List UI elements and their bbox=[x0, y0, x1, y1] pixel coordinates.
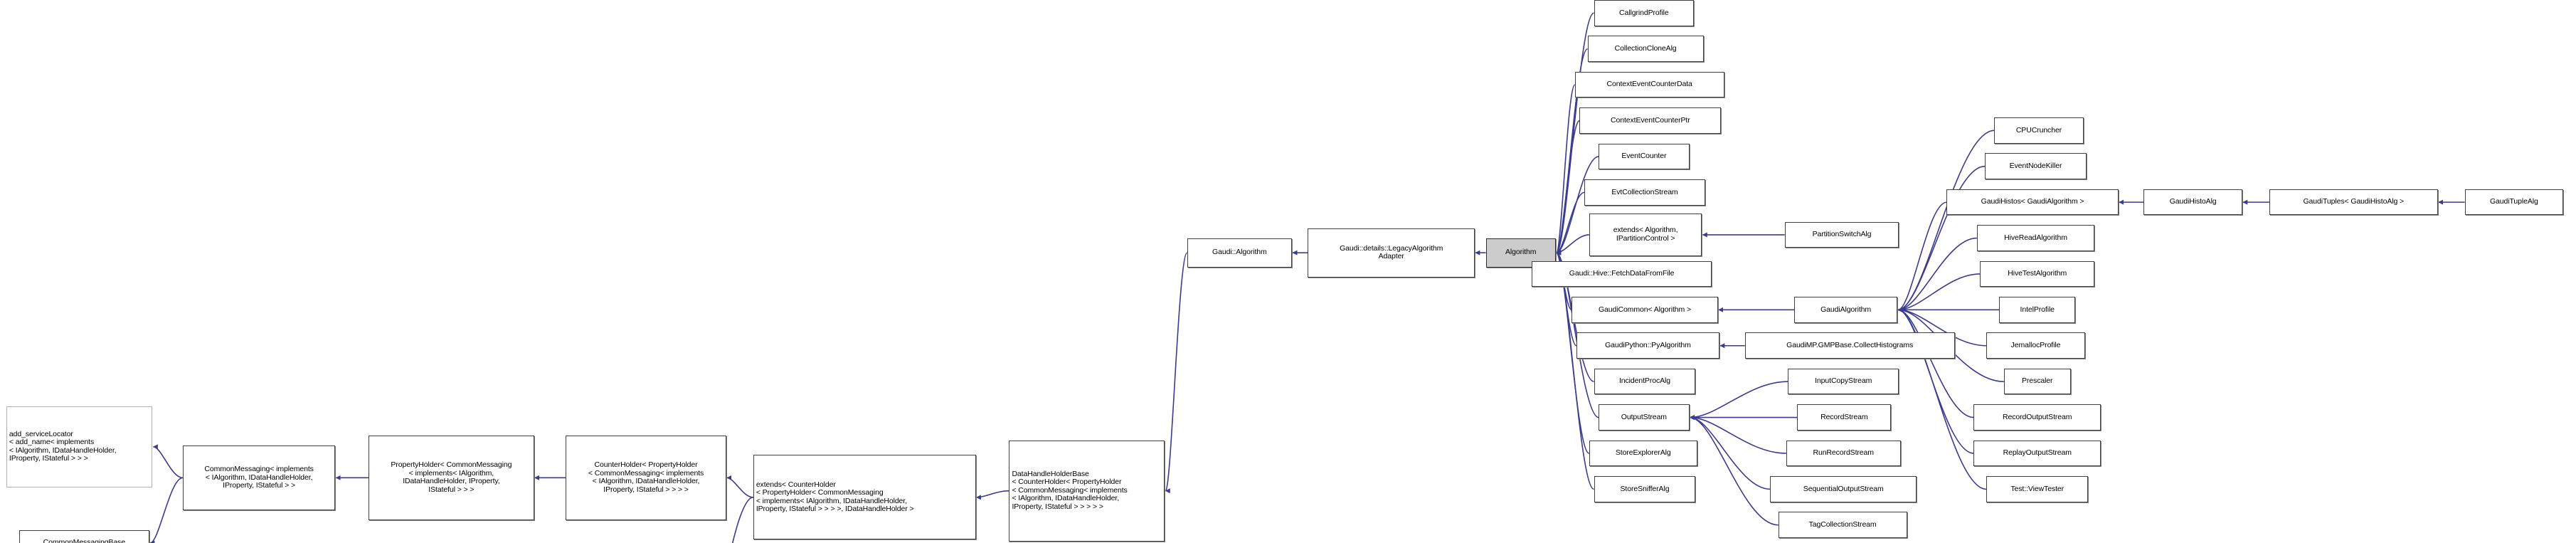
edge-SequentialOutputStream-to-OutputStream bbox=[1689, 415, 1771, 490]
class-node-Test_ViewTester[interactable]: Test::ViewTester bbox=[1986, 476, 2089, 502]
class-node-OutputStream[interactable]: OutputStream bbox=[1599, 404, 1690, 431]
edge-EvtCollectionStream-to-Algorithm bbox=[1556, 191, 1585, 255]
edge-InputCopyStream-to-OutputStream bbox=[1689, 381, 1788, 421]
edge-StoreSnifferAlg-to-Algorithm bbox=[1556, 250, 1595, 490]
edge-RecordOutputStream-to-GaudiAlgorithm bbox=[1897, 307, 1974, 418]
class-node-extends_CounterHolder[interactable]: extends< CounterHolder < PropertyHolder<… bbox=[753, 455, 976, 540]
class-node-GaudiTupleAlg[interactable]: GaudiTupleAlg bbox=[2464, 189, 2564, 216]
class-node-IncidentProcAlg[interactable]: IncidentProcAlg bbox=[1594, 368, 1696, 395]
class-node-RunRecordStream[interactable]: RunRecordStream bbox=[1786, 440, 1901, 467]
class-node-RecordOutputStream[interactable]: RecordOutputStream bbox=[1973, 404, 2101, 431]
edge-ReplayOutputStream-to-GaudiAlgorithm bbox=[1897, 307, 1974, 454]
class-node-GaudiCommon_Algorithm[interactable]: GaudiCommon< Algorithm > bbox=[1571, 297, 1718, 323]
class-node-PropertyHolder[interactable]: PropertyHolder< CommonMessaging < implem… bbox=[369, 435, 534, 520]
class-node-HiveTestAlgorithm[interactable]: HiveTestAlgorithm bbox=[1980, 260, 2095, 288]
class-node-ReplayOutputStream[interactable]: ReplayOutputStream bbox=[1973, 440, 2101, 467]
class-node-RecordStream[interactable]: RecordStream bbox=[1797, 404, 1892, 431]
class-node-CollectionCloneAlg[interactable]: CollectionCloneAlg bbox=[1587, 36, 1704, 63]
class-node-GaudiAlgorithm[interactable]: GaudiAlgorithm bbox=[1793, 297, 1898, 323]
class-node-add_serviceLocator[interactable]: add_serviceLocator < add_name< implement… bbox=[6, 406, 153, 488]
class-node-extends_Algorithm_IPartitionControl[interactable]: extends< Algorithm, IPartitionControl > bbox=[1589, 213, 1702, 256]
class-node-ContextEventCounterData[interactable]: ContextEventCounterData bbox=[1574, 71, 1724, 98]
edge-TagCollectionStream-to-OutputStream bbox=[1689, 415, 1779, 526]
class-node-DataHandleHolderBase[interactable]: DataHandleHolderBase < CounterHolder< Pr… bbox=[1009, 440, 1165, 542]
edge-RunRecordStream-to-OutputStream bbox=[1689, 415, 1786, 454]
class-node-IntelProfile[interactable]: IntelProfile bbox=[1999, 297, 2076, 323]
class-node-EvtCollectionStream[interactable]: EvtCollectionStream bbox=[1584, 179, 1705, 206]
class-node-PartitionSwitchAlg[interactable]: PartitionSwitchAlg bbox=[1784, 221, 1899, 248]
class-node-StoreExplorerAlg[interactable]: StoreExplorerAlg bbox=[1589, 440, 1697, 467]
class-node-CollectHistograms[interactable]: GaudiMP.GMPBase.CollectHistograms bbox=[1744, 332, 1955, 359]
class-node-CommonMessagingBase[interactable]: CommonMessagingBase bbox=[18, 529, 149, 543]
edge-DataHandleHolderBase-to-extends_CounterHolder bbox=[975, 490, 1009, 500]
edge-HiveTestAlgorithm-to-GaudiAlgorithm bbox=[1897, 273, 1981, 312]
class-node-EventNodeKiller[interactable]: EventNodeKiller bbox=[1985, 153, 2087, 180]
class-node-LegacyAlgorithmAdapter[interactable]: Gaudi::details::LegacyAlgorithm Adapter bbox=[1308, 228, 1475, 278]
edge-extends_Algorithm_IPartitionControl-to-Algorithm bbox=[1556, 234, 1589, 255]
edge-HiveReadAlgorithm-to-GaudiAlgorithm bbox=[1897, 237, 1977, 312]
edge-GaudiHistos_GaudiAlgorithm-to-GaudiAlgorithm bbox=[1897, 201, 1947, 312]
class-node-CPUCruncher[interactable]: CPUCruncher bbox=[1994, 117, 2084, 144]
class-node-ContextEventCounterPtr[interactable]: ContextEventCounterPtr bbox=[1579, 107, 1722, 134]
class-node-HiveReadAlgorithm[interactable]: HiveReadAlgorithm bbox=[1976, 225, 2095, 251]
edge-CommonMessaging-to-CommonMessagingBase bbox=[149, 477, 184, 543]
class-node-GaudiHistoAlg[interactable]: GaudiHistoAlg bbox=[2143, 189, 2242, 216]
edge-EventNodeKiller-to-GaudiAlgorithm bbox=[1897, 165, 1986, 312]
class-node-SequentialOutputStream[interactable]: SequentialOutputStream bbox=[1770, 476, 1917, 502]
class-node-Prescaler[interactable]: Prescaler bbox=[2003, 368, 2071, 395]
edge-ContextEventCounterPtr-to-Algorithm bbox=[1556, 120, 1581, 255]
class-node-CounterHolder[interactable]: CounterHolder< PropertyHolder < CommonMe… bbox=[566, 435, 726, 520]
class-node-CallgrindProfile[interactable]: CallgrindProfile bbox=[1594, 0, 1695, 26]
edge-ContextEventCounterData-to-Algorithm bbox=[1556, 84, 1576, 255]
edge-CommonMessaging-to-add_serviceLocator bbox=[152, 444, 184, 479]
class-node-TagCollectionStream[interactable]: TagCollectionStream bbox=[1778, 512, 1907, 539]
edge-extends_CounterHolder-to-CounterHolder bbox=[726, 475, 753, 498]
class-node-InputCopyStream[interactable]: InputCopyStream bbox=[1788, 368, 1899, 395]
class-node-GaudiHistos_GaudiAlgorithm[interactable]: GaudiHistos< GaudiAlgorithm > bbox=[1946, 189, 2119, 216]
edge-Gaudi_Algorithm-to-DataHandleHolderBase bbox=[1165, 252, 1188, 493]
class-node-GaudiPython_PyAlgorithm[interactable]: GaudiPython::PyAlgorithm bbox=[1576, 332, 1719, 359]
class-node-StoreSnifferAlg[interactable]: StoreSnifferAlg bbox=[1594, 476, 1696, 502]
class-node-JemallocProfile[interactable]: JemallocProfile bbox=[1986, 332, 2085, 359]
class-node-CommonMessaging[interactable]: CommonMessaging< implements < IAlgorithm… bbox=[182, 445, 336, 511]
class-node-EventCounter[interactable]: EventCounter bbox=[1599, 143, 1690, 170]
class-node-FetchDataFromFile[interactable]: Gaudi::Hive::FetchDataFromFile bbox=[1532, 260, 1712, 288]
class-node-GaudiTuples_GaudiHistoAlg[interactable]: GaudiTuples< GaudiHistoAlg > bbox=[2269, 189, 2438, 216]
class-node-Gaudi_Algorithm[interactable]: Gaudi::Algorithm bbox=[1187, 238, 1293, 268]
